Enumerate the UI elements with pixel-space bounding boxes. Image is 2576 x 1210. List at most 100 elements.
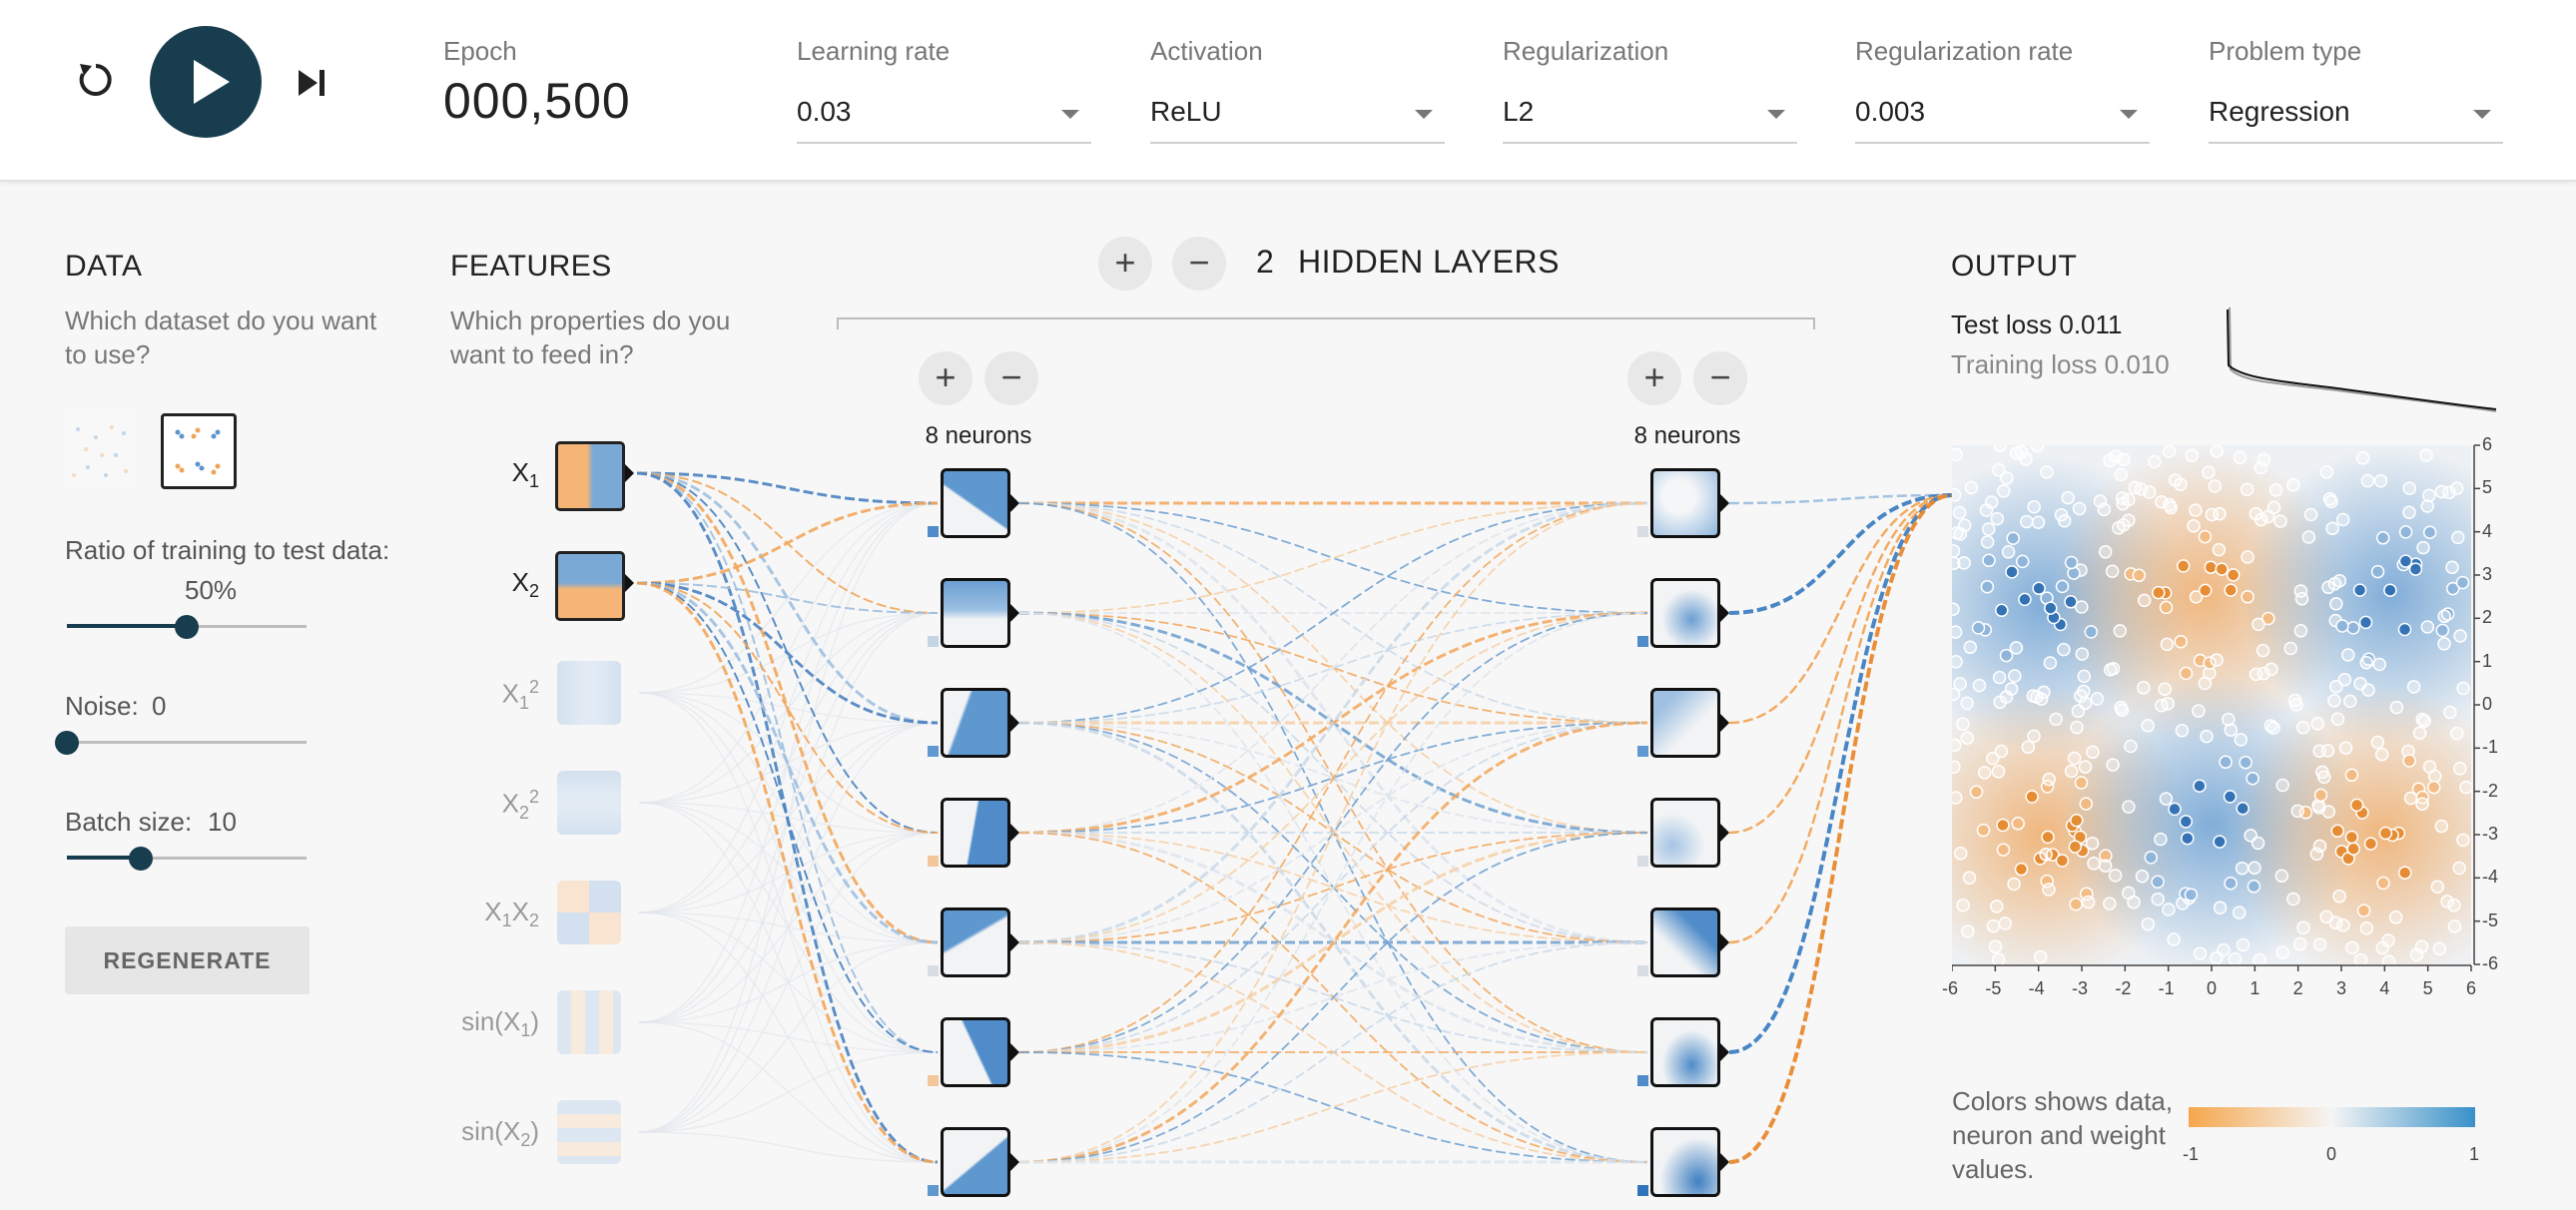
slider-handle[interactable] — [175, 615, 199, 639]
neuron-l1-6[interactable] — [941, 1127, 1010, 1197]
neuron-l1-0[interactable] — [941, 468, 1010, 538]
problem-type-select[interactable]: Regression — [2209, 92, 2503, 144]
remove-layer-button[interactable]: − — [1172, 237, 1226, 291]
feature-label-text: ) — [530, 1116, 539, 1146]
loss-curve — [2227, 306, 2497, 412]
learning-rate-select[interactable]: 0.03 — [797, 92, 1091, 144]
data-point — [2232, 906, 2247, 919]
neuron-l2-4[interactable] — [1650, 908, 1720, 977]
weight-l1-to-l2 — [1018, 832, 1648, 943]
data-point — [2037, 685, 2051, 700]
data-point — [1977, 766, 1992, 780]
data-point — [1952, 738, 1962, 753]
slider-handle[interactable] — [129, 847, 153, 871]
data-point — [2374, 747, 2389, 762]
remove-neuron-layer2-button[interactable]: − — [1693, 351, 1747, 405]
data-point — [2313, 788, 2328, 803]
data-point — [2067, 751, 2082, 766]
neuron-l1-3[interactable] — [941, 798, 1010, 868]
data-point — [2064, 595, 2078, 609]
neuron-l2-6[interactable] — [1650, 1127, 1720, 1197]
neuron-bias-indicator[interactable] — [1637, 856, 1648, 867]
add-neuron-layer2-button[interactable]: + — [1627, 351, 1681, 405]
weight-l1-to-l2 — [1018, 502, 1648, 1053]
data-point — [2117, 452, 2131, 467]
data-point — [2440, 895, 2454, 908]
neuron-l1-1[interactable] — [941, 578, 1010, 648]
weight-inactive — [638, 941, 939, 1023]
data-point — [2184, 888, 2199, 902]
feature-output-arrow — [625, 574, 634, 592]
feature-toggle-0[interactable] — [555, 441, 625, 511]
neuron-bias-indicator[interactable] — [1637, 1075, 1648, 1086]
neuron-bias-indicator[interactable] — [928, 856, 939, 867]
reset-icon[interactable] — [68, 52, 124, 108]
data-point — [2426, 780, 2441, 795]
neuron-l2-1[interactable] — [1650, 578, 1720, 648]
data-point — [2312, 744, 2326, 758]
data-point — [2360, 473, 2375, 488]
neuron-output-arrow — [1720, 1043, 1729, 1061]
feature-toggle-6[interactable] — [557, 1100, 621, 1164]
data-point — [2158, 682, 2172, 697]
data-point — [2359, 655, 2373, 670]
neuron-bias-indicator[interactable] — [1637, 746, 1648, 757]
data-point — [2208, 479, 2223, 493]
dataset-option-gaussian-clusters[interactable] — [161, 413, 237, 489]
dataset-option-scatter[interactable] — [66, 415, 136, 485]
feature-toggle-3[interactable] — [557, 771, 621, 835]
neuron-bias-indicator[interactable] — [928, 636, 939, 647]
neuron-bias-indicator[interactable] — [928, 526, 939, 537]
neuron-bias-indicator[interactable] — [928, 1185, 939, 1196]
neuron-l2-3[interactable] — [1650, 798, 1720, 868]
data-point — [1952, 655, 1963, 669]
feature-toggle-2[interactable] — [557, 661, 621, 725]
regularization-rate-select[interactable]: 0.003 — [1855, 92, 2150, 144]
neuron-l2-2[interactable] — [1650, 688, 1720, 758]
neuron-bias-indicator[interactable] — [1637, 1185, 1648, 1196]
layers-bracket — [837, 317, 1815, 329]
data-point — [2345, 940, 2359, 955]
weight-l1-to-l2 — [1018, 612, 1648, 1053]
feature-toggle-1[interactable] — [555, 551, 625, 621]
neuron-l1-2[interactable] — [941, 688, 1010, 758]
problem-type-value: Regression — [2209, 96, 2350, 127]
activation-select[interactable]: ReLU — [1150, 92, 1445, 144]
neuron-bias-indicator[interactable] — [928, 746, 939, 757]
weight-l1-to-l2 — [1018, 612, 1648, 724]
feature-toggle-5[interactable] — [557, 990, 621, 1054]
data-point — [2181, 831, 2195, 846]
neuron-l2-0[interactable] — [1650, 468, 1720, 538]
neuron-bias-indicator[interactable] — [1637, 526, 1648, 537]
ratio-slider[interactable] — [67, 607, 307, 647]
neuron-l2-5[interactable] — [1650, 1017, 1720, 1087]
data-point — [2241, 590, 2254, 604]
test-loss: Test loss 0.011 — [1951, 309, 2123, 339]
data-point — [2189, 503, 2203, 517]
data-point — [2329, 679, 2343, 694]
neuron-output-arrow — [1010, 1043, 1019, 1061]
neuron-bias-indicator[interactable] — [928, 1075, 939, 1086]
neuron-l1-4[interactable] — [941, 908, 1010, 977]
remove-neuron-layer1-button[interactable]: − — [984, 351, 1038, 405]
neuron-l1-5[interactable] — [941, 1017, 1010, 1087]
data-point — [2432, 941, 2447, 956]
data-point — [2241, 550, 2254, 564]
neuron-bias-indicator[interactable] — [1637, 965, 1648, 976]
regenerate-button[interactable]: REGENERATE — [65, 926, 310, 994]
neuron-bias-indicator[interactable] — [928, 965, 939, 976]
feature-toggle-4[interactable] — [557, 881, 621, 944]
add-layer-button[interactable]: + — [1098, 237, 1152, 291]
feature-label-0: X1 — [429, 457, 539, 492]
slider-handle[interactable] — [55, 731, 79, 755]
data-point — [2072, 501, 2087, 516]
step-forward-icon[interactable] — [290, 60, 335, 106]
batch-size-slider[interactable] — [67, 839, 307, 879]
neuron-bias-indicator[interactable] — [1637, 636, 1648, 647]
play-button[interactable] — [150, 26, 262, 138]
noise-slider[interactable] — [55, 723, 307, 763]
regularization-select[interactable]: L2 — [1503, 92, 1797, 144]
x-tick-label: -3 — [2072, 978, 2089, 998]
add-neuron-layer1-button[interactable]: + — [919, 351, 972, 405]
data-point — [2292, 936, 2307, 951]
